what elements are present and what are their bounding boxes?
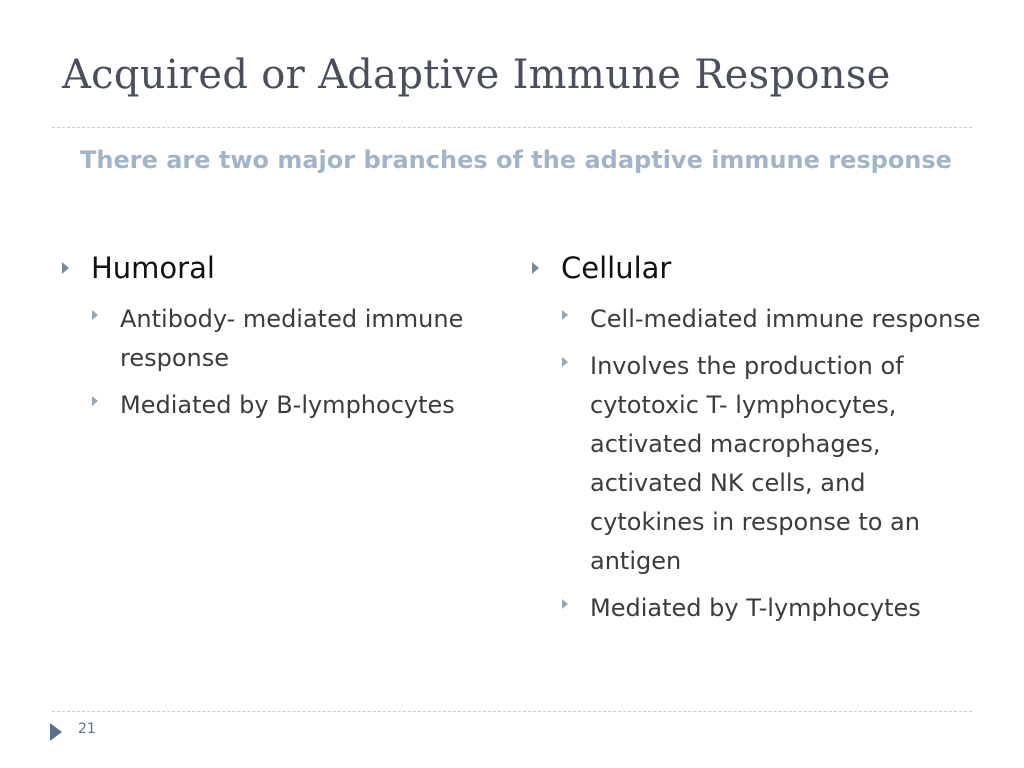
triangle-arrow-icon xyxy=(50,723,62,741)
list-item-text: Cell-mediated immune response xyxy=(590,305,981,333)
list-item: Involves the production of cytotoxic T- … xyxy=(562,347,982,581)
list-item: Antibody- mediated immune response xyxy=(92,300,502,378)
humoral-sub-list: Antibody- mediated immune response Media… xyxy=(92,300,502,425)
bullet-heading-cellular: Cellular xyxy=(532,250,982,286)
arrow-bullet-icon xyxy=(92,310,98,320)
list-item: Cell-mediated immune response xyxy=(562,300,982,339)
list-item-text: Mediated by B-lymphocytes xyxy=(120,391,455,419)
arrow-bullet-icon xyxy=(562,599,568,609)
list-item-text: Mediated by T-lymphocytes xyxy=(590,594,921,622)
slide-title: Acquired or Adaptive Immune Response xyxy=(62,52,891,98)
cellular-sub-list: Cell-mediated immune response Involves t… xyxy=(562,300,982,628)
list-item-text: Antibody- mediated immune response xyxy=(120,305,464,372)
column-humoral: Humoral Antibody- mediated immune respon… xyxy=(62,250,502,433)
list-item-text: Involves the production of cytotoxic T- … xyxy=(590,352,920,575)
slide-subtitle: There are two major branches of the adap… xyxy=(80,146,952,174)
page-number: 21 xyxy=(78,721,96,737)
heading-cellular: Cellular xyxy=(561,251,672,285)
arrow-bullet-icon xyxy=(532,262,539,274)
footer-divider xyxy=(52,711,972,712)
list-item: Mediated by B-lymphocytes xyxy=(92,386,502,425)
title-divider xyxy=(52,127,972,128)
list-item: Mediated by T-lymphocytes xyxy=(562,589,982,628)
arrow-bullet-icon xyxy=(62,262,69,274)
heading-humoral: Humoral xyxy=(91,251,215,285)
bullet-heading-humoral: Humoral xyxy=(62,250,502,286)
arrow-bullet-icon xyxy=(92,396,98,406)
arrow-bullet-icon xyxy=(562,357,568,367)
arrow-bullet-icon xyxy=(562,310,568,320)
column-cellular: Cellular Cell-mediated immune response I… xyxy=(532,250,982,636)
